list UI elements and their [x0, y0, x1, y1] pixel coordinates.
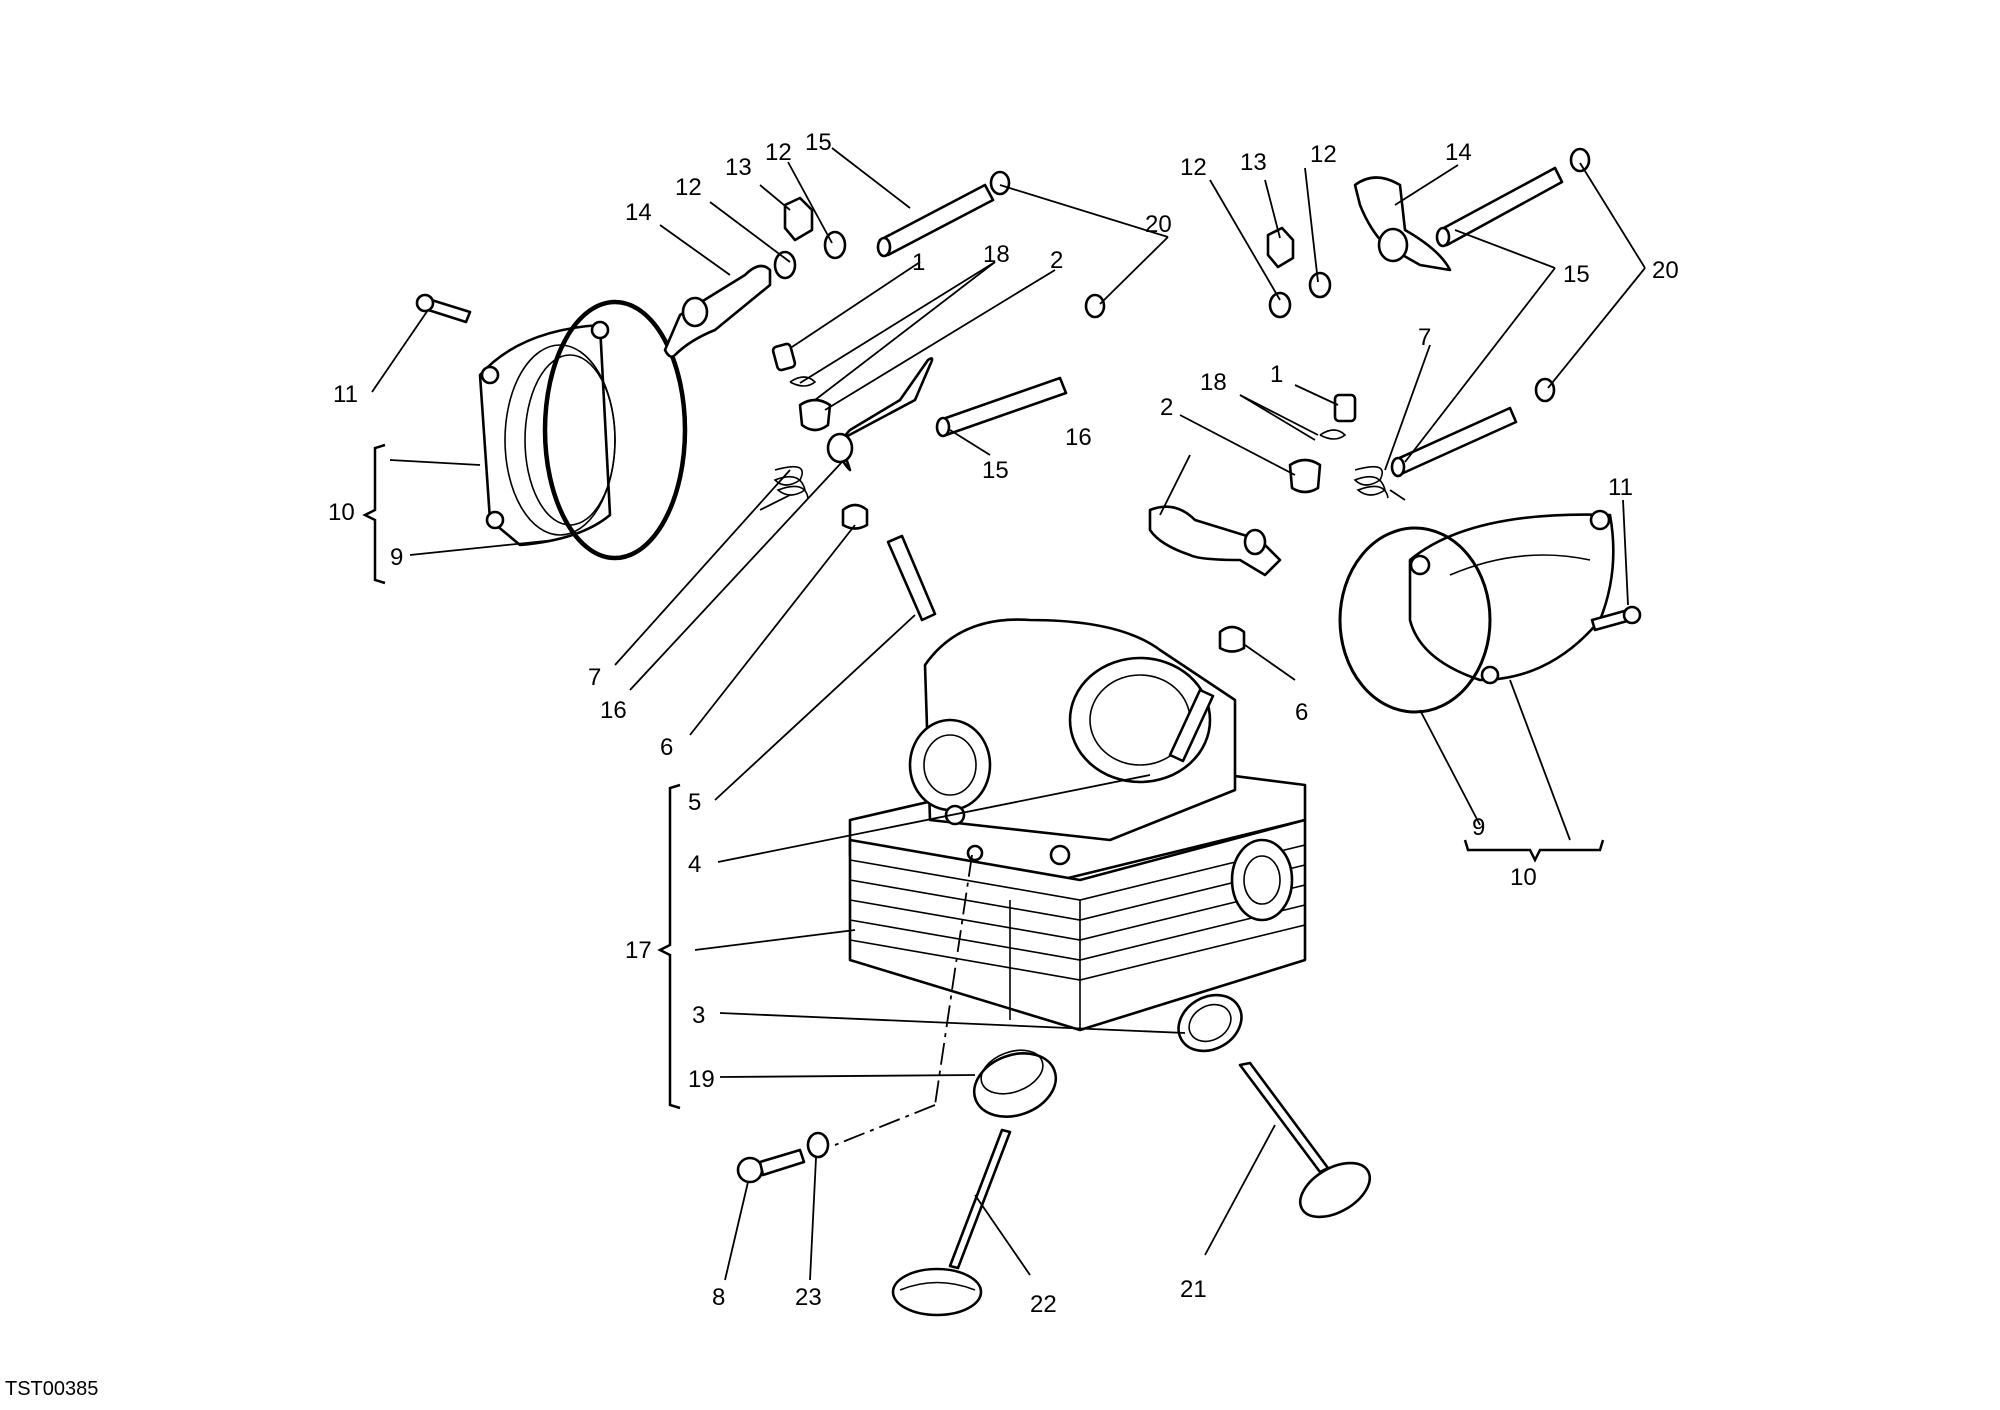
callout-7-right: 7 [1418, 324, 1431, 351]
callout-21: 21 [1180, 1276, 1207, 1303]
rocker-arm-left-upper [663, 264, 772, 358]
right-o-ring [1338, 526, 1492, 714]
callout-10-right: 10 [1510, 864, 1537, 891]
callout-15-left-upper: 15 [805, 129, 832, 156]
circlip-right-lower [1534, 377, 1556, 403]
washer-right-b [1308, 271, 1332, 299]
left-o-ring [542, 299, 688, 561]
callout-1-left: 1 [912, 249, 925, 276]
callout-15-right: 15 [1563, 261, 1590, 288]
callout-18-right: 18 [1200, 369, 1227, 396]
callout-6-right: 6 [1295, 699, 1308, 726]
callout-11-left: 11 [333, 381, 358, 408]
right-cover [1408, 509, 1615, 685]
right-bolt [1590, 605, 1642, 632]
rocker-shaft-right-lower [1390, 406, 1518, 478]
callout-13-right: 13 [1240, 149, 1267, 176]
washer-right-a [1268, 291, 1292, 319]
callout-19: 19 [688, 1066, 715, 1093]
bracket-10-left [362, 443, 386, 585]
bucket-right [1288, 458, 1322, 494]
rocker-arm-right-lower [1148, 505, 1282, 577]
valve-guide-right [1168, 688, 1215, 763]
callout-14-left: 14 [625, 199, 652, 226]
collet-right [1319, 429, 1347, 440]
callout-11-right: 11 [1608, 474, 1633, 501]
reference-code: TST00385 [5, 1378, 98, 1400]
bracket-17 [657, 783, 681, 1110]
intake-valve-21 [1238, 1061, 1371, 1219]
left-bolt [415, 293, 472, 324]
cap-left [771, 342, 797, 372]
leader-lines [371, 147, 1646, 1281]
rocker-arm-left-lower [826, 357, 934, 472]
callout-16-left: 16 [600, 697, 627, 724]
bracket-10-right [1463, 839, 1605, 863]
callout-7-left: 7 [588, 664, 601, 691]
callout-4: 4 [688, 851, 701, 878]
valve-seal-right [1218, 625, 1246, 653]
cap-right [1333, 393, 1357, 423]
collet-left [789, 376, 817, 387]
callout-3: 3 [692, 1002, 705, 1029]
left-cover [478, 320, 616, 547]
callout-13-left: 13 [725, 154, 752, 181]
valve-seal-left [841, 503, 869, 530]
bucket-left [798, 398, 832, 432]
callout-2-right: 2 [1160, 394, 1173, 421]
circlip-left-lower [1084, 293, 1106, 319]
callout-1-right: 1 [1270, 361, 1283, 388]
centerline-diagonal [834, 1104, 936, 1146]
circlip-left-upper [989, 170, 1011, 196]
callout-9-left: 9 [390, 544, 403, 571]
callout-12-left-a: 12 [675, 174, 702, 201]
callout-18-left: 18 [983, 241, 1010, 268]
callout-16-right: 16 [1065, 424, 1092, 451]
shim-left [783, 196, 814, 242]
callout-20-left: 20 [1145, 211, 1172, 238]
shim-right [1266, 226, 1295, 269]
callout-15-left-lower: 15 [982, 457, 1009, 484]
callout-12-right-b: 12 [1310, 141, 1337, 168]
callout-8: 8 [712, 1284, 725, 1311]
callout-9-right: 9 [1472, 814, 1485, 841]
rocker-shaft-left-lower [935, 376, 1068, 438]
washer-left-a [773, 250, 797, 280]
rocker-shaft-left-upper [876, 183, 995, 258]
spring-left [759, 465, 809, 511]
callout-23: 23 [795, 1284, 822, 1311]
callout-12-left-b: 12 [765, 139, 792, 166]
cylinder-head [848, 618, 1307, 1032]
callout-5: 5 [688, 789, 701, 816]
valve-seat-3 [1177, 993, 1243, 1053]
callout-22: 22 [1030, 1291, 1057, 1318]
rocker-arm-right-upper [1353, 176, 1452, 272]
valve-seat-19 [972, 1049, 1058, 1118]
washer-23 [806, 1131, 830, 1159]
callout-12-right-a: 12 [1180, 154, 1207, 181]
callout-2-left: 2 [1050, 247, 1063, 274]
rocker-shaft-right-upper [1435, 166, 1564, 248]
valve-guide-left [886, 534, 937, 622]
centerline-vertical [934, 854, 973, 1106]
spring-right [1353, 465, 1406, 501]
callout-10-left: 10 [328, 499, 355, 526]
callout-17: 17 [625, 937, 652, 964]
callout-14-right: 14 [1445, 139, 1472, 166]
circlip-right-upper [1569, 147, 1591, 173]
callout-6-left: 6 [660, 734, 673, 761]
head-bolt-8 [736, 1148, 806, 1184]
exhaust-valve-22 [891, 1128, 1012, 1317]
callout-20-right: 20 [1652, 257, 1679, 284]
